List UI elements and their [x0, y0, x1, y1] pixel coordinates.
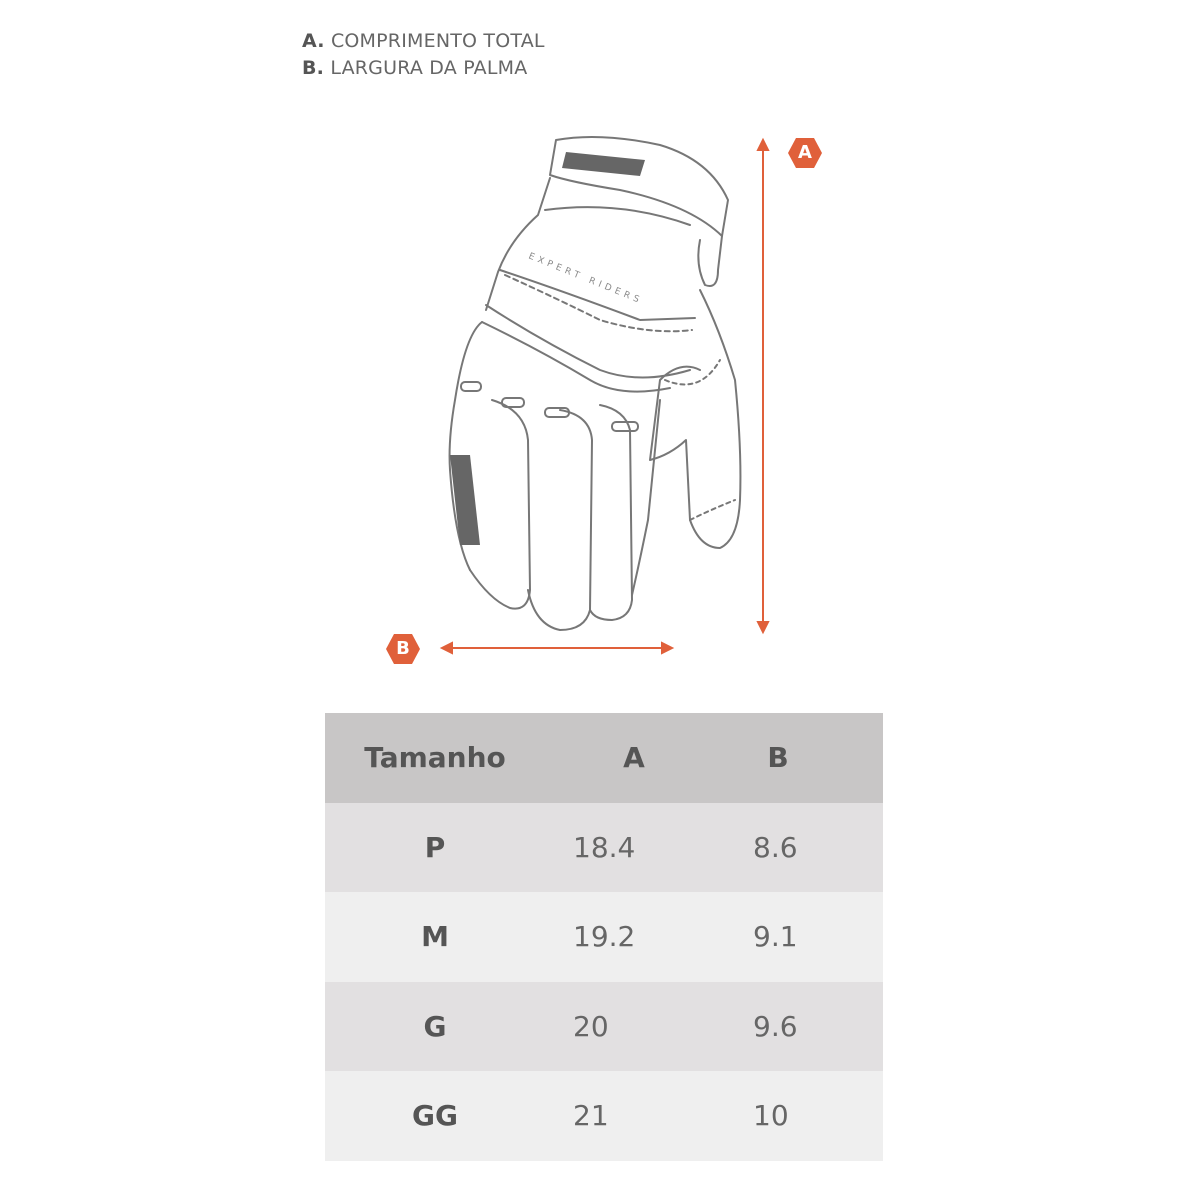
badge-a: A [787, 137, 823, 169]
length-cell: 21 [545, 1071, 723, 1161]
table-row: G 20 9.6 [325, 981, 883, 1071]
header-size: Tamanho [325, 713, 545, 803]
header-a: A [545, 713, 723, 803]
size-cell: GG [325, 1071, 545, 1161]
width-cell: 8.6 [723, 802, 883, 892]
width-cell: 9.1 [723, 892, 883, 982]
dimension-arrows [439, 137, 770, 655]
glove-print-text: EXPERT RIDERS [527, 252, 644, 307]
table-row: P 18.4 8.6 [325, 802, 883, 892]
size-cell: P [325, 802, 545, 892]
table-header: Tamanho A B [325, 713, 883, 803]
logo-marks [450, 152, 645, 545]
size-table: Tamanho A B P 18.4 8.6 M 19.2 9.1 G 20 9… [325, 713, 883, 1161]
table-row: GG 21 10 [325, 1071, 883, 1161]
arrow-b-right [661, 641, 675, 655]
length-cell: 18.4 [545, 802, 723, 892]
width-cell: 9.6 [723, 981, 883, 1071]
size-cell: M [325, 892, 545, 982]
glove-diagram: EXPERT RIDERS [439, 135, 770, 655]
header-b: B [723, 713, 883, 803]
badge-b: B [385, 633, 421, 665]
arrow-b-left [439, 641, 453, 655]
glove-illustration [448, 135, 742, 631]
legend-item-b: B. LARGURA DA PALMA [302, 57, 528, 79]
table-row: M 19.2 9.1 [325, 892, 883, 982]
arrow-a-bottom [756, 621, 770, 635]
length-cell: 20 [545, 981, 723, 1071]
width-cell: 10 [723, 1071, 883, 1161]
size-cell: G [325, 981, 545, 1071]
measurement-legend: A. COMPRIMENTO TOTAL B. LARGURA DA PALMA [302, 28, 545, 82]
legend-item-a: A. COMPRIMENTO TOTAL [302, 30, 545, 52]
length-cell: 19.2 [545, 892, 723, 982]
arrow-a-top [756, 137, 770, 151]
